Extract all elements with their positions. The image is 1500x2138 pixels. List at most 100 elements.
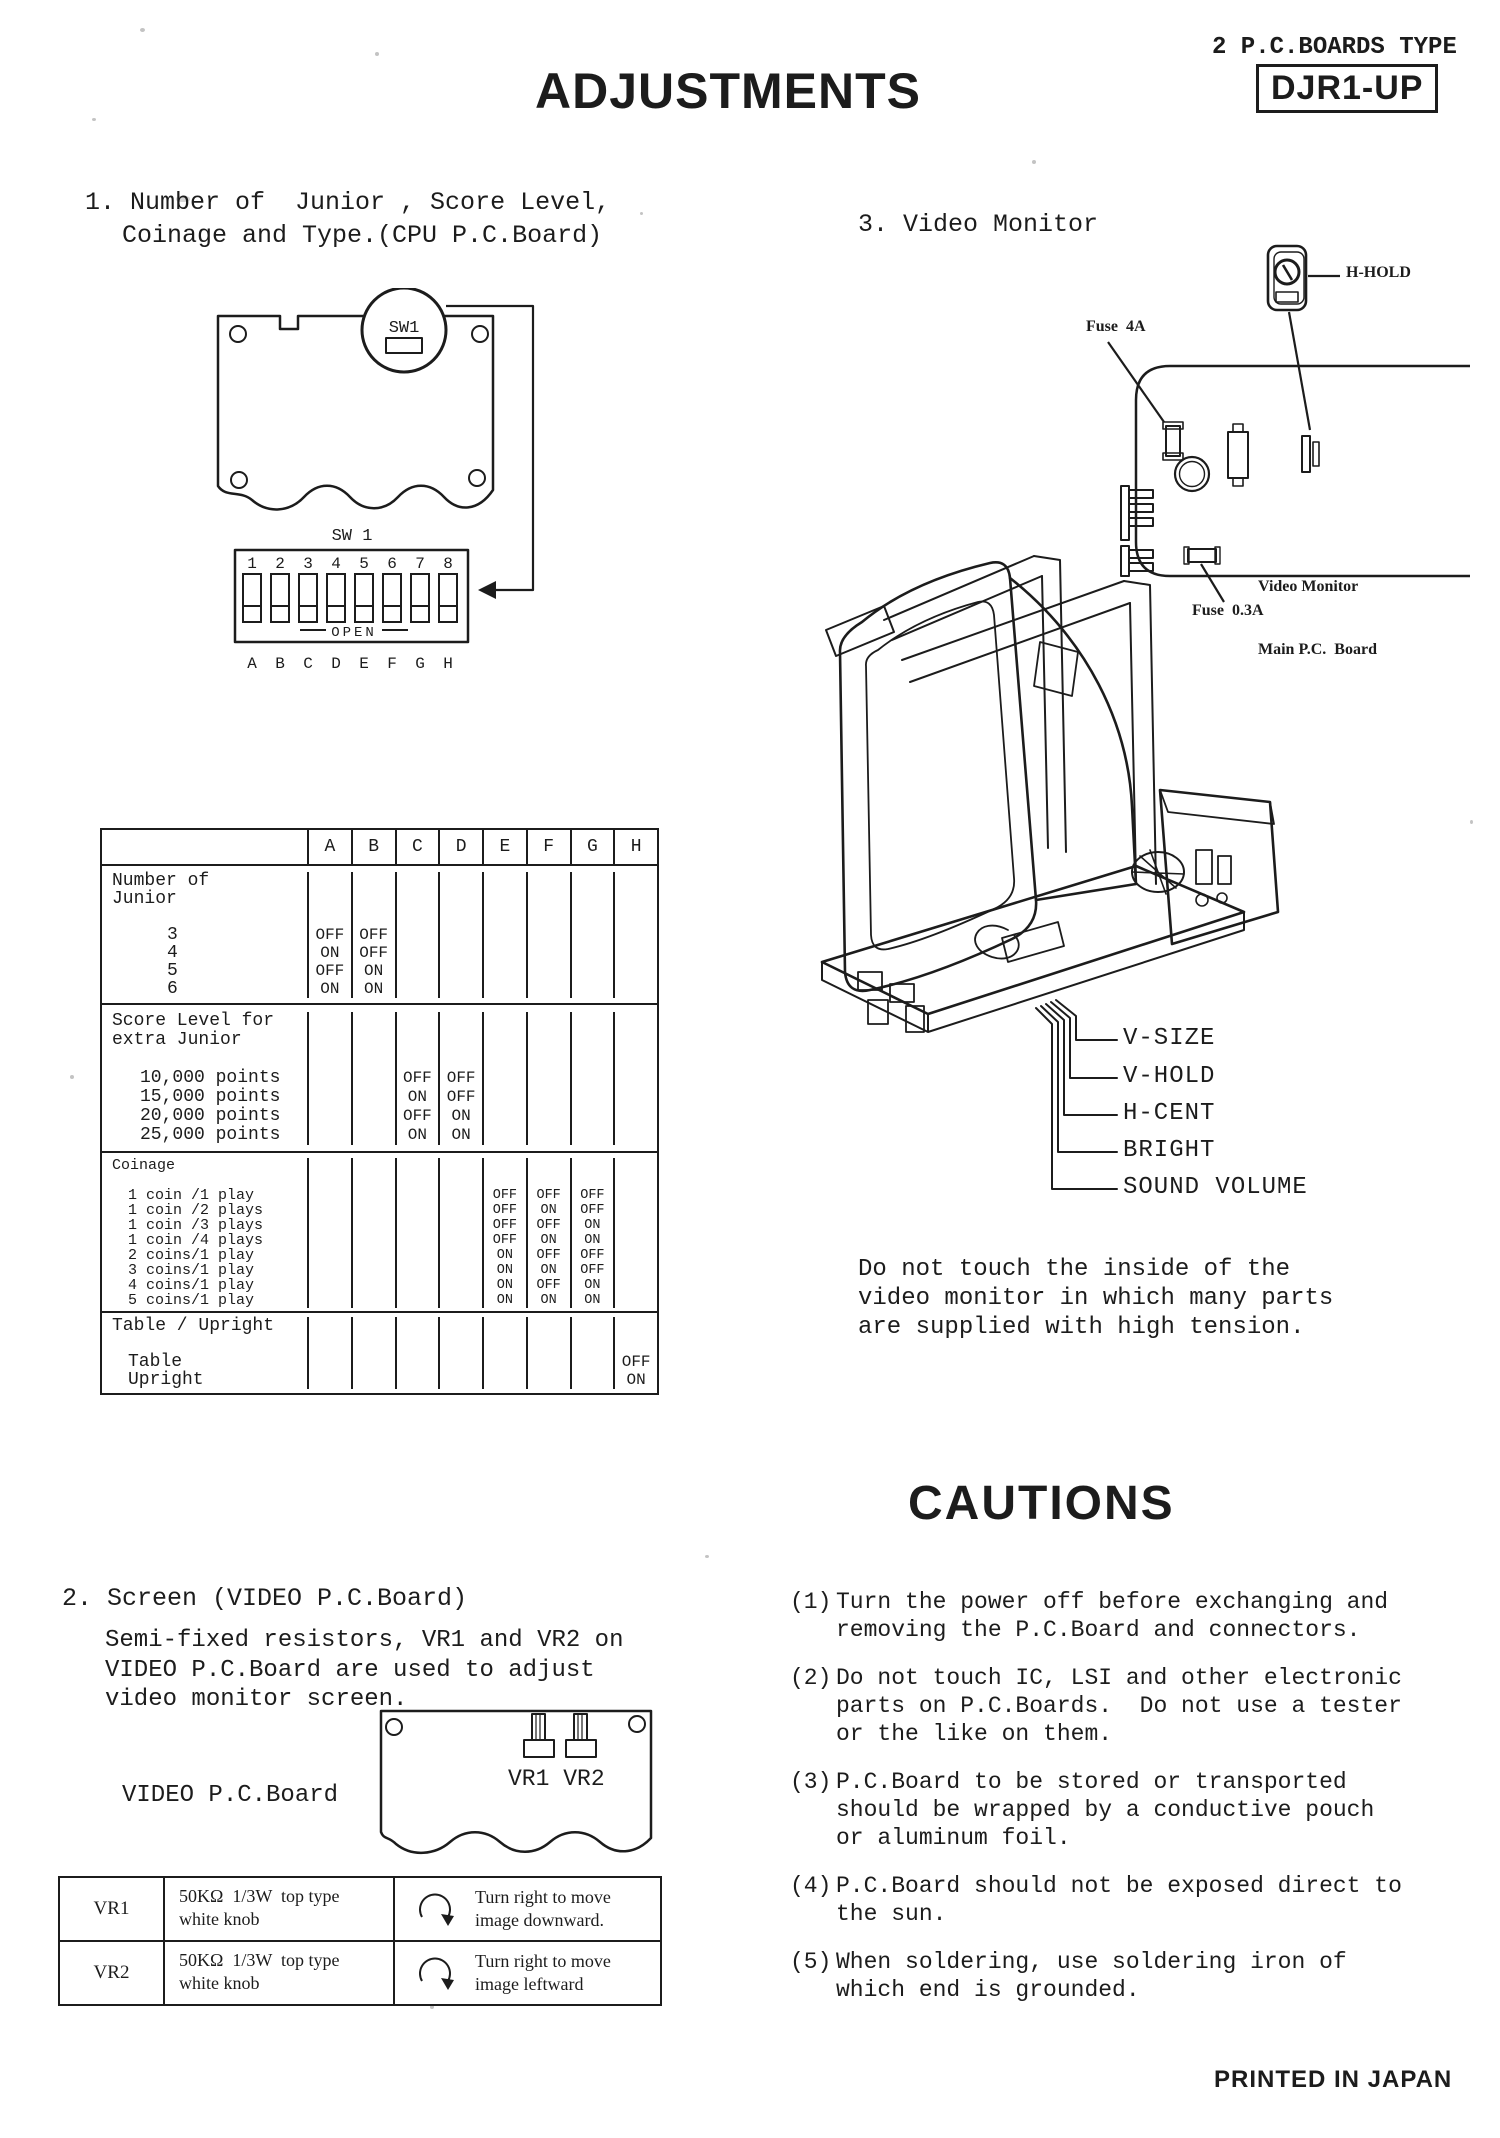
heatsink-icon — [1120, 485, 1154, 577]
dip-value-column — [613, 872, 657, 998]
dip-value-cell: OFF — [315, 926, 345, 944]
video-pcb-outline — [379, 1709, 653, 1854]
switch-letter: A — [247, 655, 257, 673]
caution-item: (2)Do not touch IC, LSI and other electr… — [790, 1664, 1470, 1748]
dip-value-cell — [309, 1353, 351, 1371]
dip-group-title-line: Coinage — [112, 1157, 176, 1174]
dip-value-cell: ON — [320, 944, 340, 962]
dip-value-cell: ON — [451, 1126, 471, 1144]
dip-value-cell: ON — [540, 1203, 557, 1218]
rotate-clockwise-icon — [419, 1893, 454, 1926]
h-hold-label: H-HOLD — [1346, 264, 1411, 281]
dip-row-label: 5 coins/1 play — [128, 1292, 255, 1309]
sw1-chip — [385, 337, 423, 354]
dip-row-label: 25,000 points — [140, 1125, 281, 1145]
dip-value-column — [569, 1317, 614, 1389]
dip-row-label: 1 coin /2 plays — [128, 1202, 264, 1219]
fuse-03a-label: Fuse 0.3A — [1192, 602, 1264, 619]
dip-row-label: Table — [128, 1352, 183, 1372]
dip-value-column — [482, 872, 526, 998]
dip-group-title-line: Junior — [112, 889, 177, 909]
dip-value-cell — [440, 1218, 482, 1233]
dip-value-cell — [353, 1293, 395, 1308]
dip-value-cell: OFF — [580, 1188, 605, 1203]
cautions-list: (1)Turn the power off before exchanging … — [790, 1588, 1470, 2024]
arrow-head-icon — [478, 581, 496, 599]
main-pcb-outline — [1134, 364, 1470, 578]
dip-value-cell — [572, 944, 614, 962]
dip-value-cell — [528, 926, 570, 944]
dip-value-column — [613, 1012, 657, 1145]
dip-value-cell: ON — [496, 1263, 513, 1278]
dip-value-cell — [615, 1188, 657, 1203]
dip-value-column — [569, 1012, 614, 1145]
dip-value-cell — [440, 944, 482, 962]
dip-value-cell — [484, 1088, 526, 1107]
main-pcb-label: Video Monitor Main P.C. Board — [1258, 578, 1377, 658]
dip-value-cell — [440, 1353, 482, 1371]
dip-value-cell — [528, 944, 570, 962]
caution-text-line: which end is grounded. — [836, 1977, 1140, 2003]
caution-number: (1) — [790, 1589, 832, 1615]
dip-value-cell — [572, 1126, 614, 1145]
switch-letter: B — [275, 655, 285, 673]
dip-value-cell — [397, 1248, 439, 1263]
sw1-label: SW 1 — [332, 527, 373, 546]
scan-speck — [640, 212, 643, 215]
caution-text-line: When soldering, use soldering iron of — [836, 1949, 1347, 1975]
sw1-circle-label: SW1 — [389, 319, 420, 338]
dip-value-column — [438, 1317, 482, 1389]
dip-column-header: C — [394, 830, 439, 864]
screw-hole-icon — [230, 471, 248, 489]
dip-value-cell: ON — [451, 1107, 471, 1125]
screw-hole-icon — [229, 325, 247, 343]
sw1-circle — [360, 288, 448, 374]
dip-value-column — [613, 1158, 657, 1308]
dip-value-column — [525, 1012, 570, 1145]
scan-speck — [70, 1075, 74, 1079]
caution-text-line: parts on P.C.Boards. Do not use a tester — [836, 1693, 1402, 1719]
dip-value-cell: OFF — [536, 1278, 561, 1293]
dip-value-cell — [615, 1203, 657, 1218]
cpu-board-outline — [216, 314, 495, 511]
dip-value-cell — [440, 1263, 482, 1278]
dip-value-cell: ON — [584, 1233, 601, 1248]
dip-group-title-line — [112, 908, 307, 926]
dip-value-cell — [353, 1371, 395, 1389]
caution-number: (2) — [790, 1665, 832, 1691]
dip-row-label: 3 coins/1 play — [128, 1262, 255, 1279]
dip-value-cell — [397, 1353, 439, 1371]
dip-column-header: H — [613, 830, 657, 864]
dip-value-cell — [484, 980, 526, 998]
dip-value-cell — [397, 1278, 439, 1293]
vr1-trimmer-icon — [523, 1713, 555, 1758]
switch-letter: H — [443, 655, 453, 673]
dip-row-label: 4 — [167, 943, 178, 963]
switch-number: 5 — [359, 555, 369, 573]
dip-value-cell — [397, 962, 439, 980]
switch-number: 3 — [303, 555, 313, 573]
dip-value-cell — [353, 1088, 395, 1107]
dip-value-cell: ON — [584, 1218, 601, 1233]
dip-value-cell — [397, 926, 439, 944]
fuse-03a-icon — [1187, 548, 1217, 563]
section1-heading-line2: Coinage and Type.(CPU P.C.Board) — [122, 221, 603, 250]
dip-value-cell — [353, 1107, 395, 1126]
dip-value-cell — [615, 1088, 657, 1107]
caution-text-line: or aluminum foil. — [836, 1825, 1071, 1851]
switch-letter: C — [303, 655, 313, 673]
dip-value-cell — [397, 1188, 439, 1203]
dip-group-title-line — [112, 1173, 307, 1188]
